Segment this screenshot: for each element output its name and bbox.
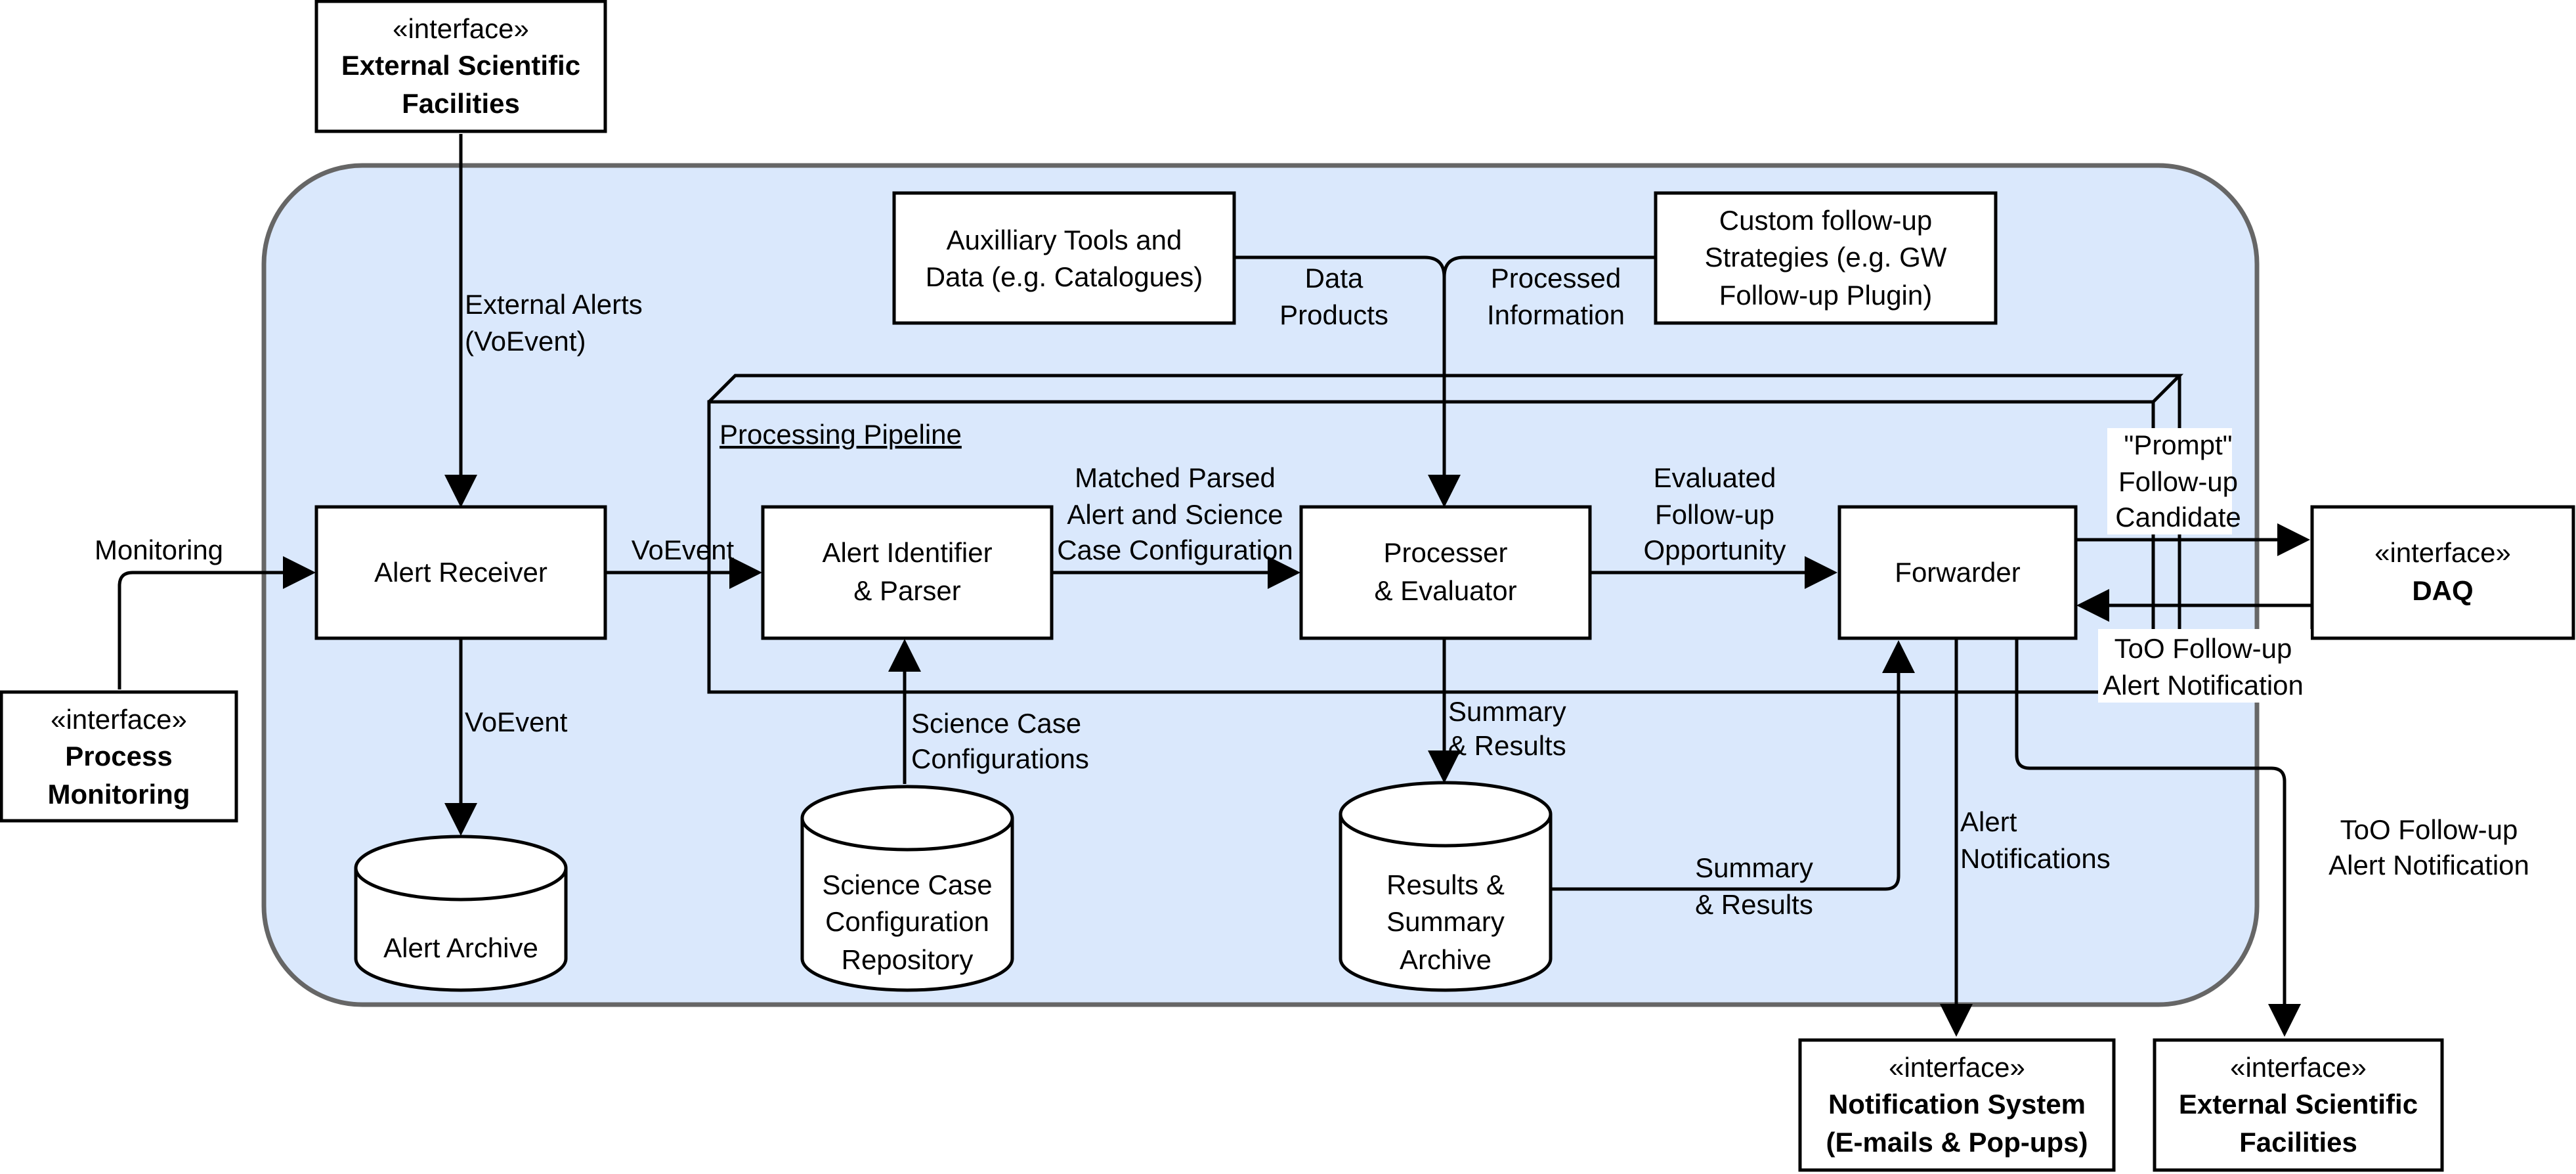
label-science-configs-1: Science Case <box>911 708 1081 739</box>
results-archive: Results & Summary Archive <box>1339 781 1553 992</box>
label-data-products-2: Products <box>1279 299 1388 330</box>
alert-identifier: Alert Identifier & Parser <box>761 505 1054 640</box>
label-matched-parsed-2: Alert and Science <box>1067 499 1283 530</box>
ext-facilities-top: «interface» External Scientific Faciliti… <box>314 0 607 133</box>
label-summary-down-1: Summary <box>1448 696 1566 727</box>
alert-identifier-label-2: & Parser <box>853 575 960 606</box>
label-matched-parsed-3: Case Configuration <box>1057 534 1293 565</box>
label-too-daq-1: ToO Follow-up <box>2114 633 2292 664</box>
ext-facilities-bottom-name-1: External Scientific <box>2179 1089 2418 1120</box>
science-case-repo-label-3: Repository <box>842 944 974 975</box>
label-evaluated-2: Follow-up <box>1655 499 1774 530</box>
edges <box>118 134 2312 1037</box>
processer-label-1: Processer <box>1383 537 1507 568</box>
daq: «interface» DAQ <box>2310 505 2575 640</box>
label-alert-notifications-1: Alert <box>1960 806 2017 837</box>
aux-tools: Auxilliary Tools and Data (e.g. Catalogu… <box>892 191 1236 325</box>
science-case-repo-label-2: Configuration <box>825 906 989 937</box>
prompt-label-bg <box>2107 428 2232 534</box>
label-voevent-archive: VoEvent <box>465 707 568 737</box>
label-summary-archive-1: Summary <box>1695 852 1813 883</box>
notification-system-name-2: (E-mails & Pop-ups) <box>1826 1127 2088 1158</box>
label-too-external-1: ToO Follow-up <box>2340 814 2518 845</box>
science-case-repo: Science Case Configuration Repository <box>800 785 1014 992</box>
label-data-products-1: Data <box>1305 263 1363 294</box>
process-monitoring-name-1: Process <box>65 741 172 772</box>
custom-strategies-label-3: Follow-up Plugin) <box>1719 280 1932 311</box>
label-prompt-3: Candidate <box>2115 502 2241 533</box>
results-archive-label-1: Results & <box>1386 869 1505 900</box>
label-too-external-2: Alert Notification <box>2329 850 2529 880</box>
label-prompt-1: "Prompt" <box>2124 429 2232 460</box>
ext-facilities-bottom: «interface» External Scientific Faciliti… <box>2153 1038 2444 1172</box>
ext-facilities-top-name-2: Facilities <box>402 88 520 119</box>
processer-evaluator: Processer & Evaluator <box>1299 505 1592 640</box>
edge-labels: External Alerts (VoEvent) Monitoring VoE… <box>95 263 2529 920</box>
label-evaluated-1: Evaluated <box>1654 462 1776 493</box>
process-monitoring-name-2: Monitoring <box>48 779 190 810</box>
ext-facilities-top-name-1: External Scientific <box>341 50 580 81</box>
custom-strategies-label-1: Custom follow-up <box>1719 205 1932 236</box>
custom-strategies: Custom follow-up Strategies (e.g. GW Fol… <box>1654 191 1998 325</box>
too-daq-label-bg <box>2098 629 2311 703</box>
label-summary-archive-2: & Results <box>1695 889 1813 920</box>
label-summary-down-2: & Results <box>1448 730 1566 761</box>
label-alert-notifications-2: Notifications <box>1960 843 2111 874</box>
notification-system: «interface» Notification System (E-mails… <box>1798 1038 2116 1172</box>
label-evaluated-3: Opportunity <box>1643 534 1786 565</box>
forwarder: Forwarder <box>1837 505 2078 640</box>
daq-stereotype: «interface» <box>2374 537 2511 568</box>
label-too-daq-2: Alert Notification <box>2103 670 2304 701</box>
alert-receiver-label: Alert Receiver <box>374 557 547 588</box>
processer-label-2: & Evaluator <box>1374 575 1516 606</box>
label-voevent-parser: VoEvent <box>632 534 735 565</box>
alert-archive-label: Alert Archive <box>383 932 538 963</box>
label-prompt-2: Follow-up <box>2118 466 2238 497</box>
process-monitoring: «interface» Process Monitoring <box>0 690 238 823</box>
science-case-repo-label-1: Science Case <box>822 869 992 900</box>
label-science-configs-2: Configurations <box>911 743 1089 774</box>
alert-archive: Alert Archive <box>354 835 568 992</box>
alert-identifier-label-1: Alert Identifier <box>822 537 992 568</box>
label-monitoring: Monitoring <box>95 534 223 565</box>
aux-tools-label-1: Auxilliary Tools and <box>947 225 1182 255</box>
ext-facilities-bottom-stereotype: «interface» <box>2230 1052 2367 1083</box>
results-archive-label-3: Archive <box>1400 944 1492 975</box>
label-processed-info-2: Information <box>1487 299 1625 330</box>
label-processed-info-1: Processed <box>1491 263 1621 294</box>
ext-facilities-top-stereotype: «interface» <box>393 13 529 44</box>
notification-system-stereotype: «interface» <box>1889 1052 2025 1083</box>
daq-name: DAQ <box>2412 575 2473 606</box>
process-monitoring-stereotype: «interface» <box>51 704 187 735</box>
results-archive-label-2: Summary <box>1386 906 1505 937</box>
label-matched-parsed-1: Matched Parsed <box>1075 462 1276 493</box>
label-external-alerts-1: External Alerts <box>465 289 643 320</box>
notification-system-name-1: Notification System <box>1828 1089 2086 1120</box>
alert-receiver: Alert Receiver <box>314 505 607 640</box>
ext-facilities-bottom-name-2: Facilities <box>2239 1127 2357 1158</box>
forwarder-label: Forwarder <box>1895 557 2020 588</box>
pipeline-title: Processing Pipeline <box>719 419 962 450</box>
custom-strategies-label-2: Strategies (e.g. GW <box>1705 242 1947 272</box>
aux-tools-label-2: Data (e.g. Catalogues) <box>926 261 1203 292</box>
label-external-alerts-2: (VoEvent) <box>465 326 586 357</box>
